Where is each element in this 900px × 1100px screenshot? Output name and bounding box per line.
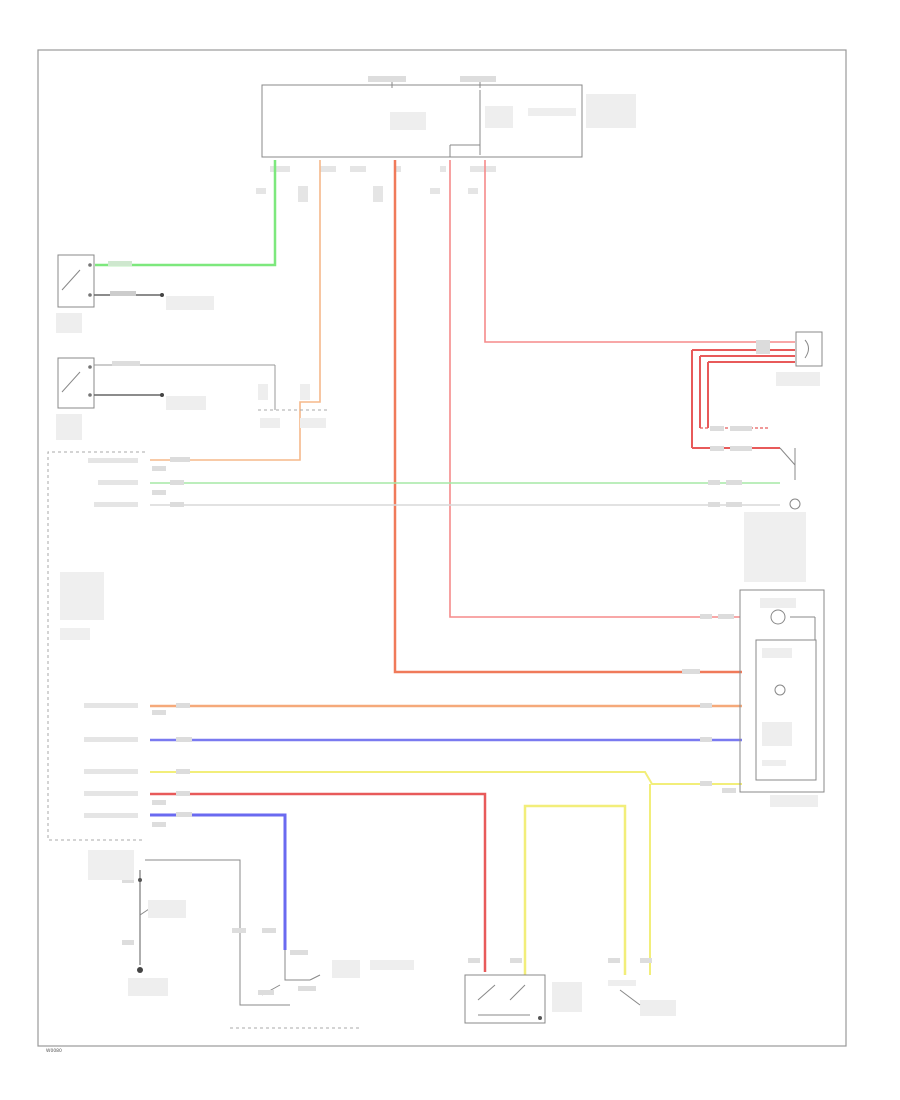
label-block xyxy=(770,795,818,807)
module-text-block xyxy=(368,76,406,82)
label-block xyxy=(298,986,316,991)
label-block xyxy=(60,572,104,620)
wire-red-orange-cluster xyxy=(393,160,742,674)
label-block xyxy=(608,958,620,963)
label-block xyxy=(112,361,140,366)
label-block xyxy=(290,950,308,955)
diagram-code: W0080 xyxy=(46,1048,62,1054)
label-block xyxy=(300,384,310,400)
label-block xyxy=(640,958,652,963)
label-block xyxy=(84,769,138,774)
module-text-block xyxy=(586,94,636,128)
wire-orange-passenger-belt xyxy=(150,160,321,461)
label-block xyxy=(762,722,792,746)
left-connector-block xyxy=(47,451,166,841)
bottom-right-lamp xyxy=(608,958,676,1016)
label-block xyxy=(262,928,276,933)
wire-green-driver-belt xyxy=(95,160,277,267)
label-block xyxy=(152,822,166,827)
label-block xyxy=(152,710,166,715)
instrument-cluster xyxy=(722,589,825,807)
label-block xyxy=(762,760,786,766)
module-pin-labels xyxy=(256,166,496,202)
label-block xyxy=(258,384,268,400)
module-text-block xyxy=(460,76,496,82)
label-block xyxy=(300,418,326,428)
label-block xyxy=(760,598,796,608)
label-block xyxy=(744,512,806,582)
control-module xyxy=(261,76,636,158)
label-block xyxy=(128,978,168,996)
label-block xyxy=(122,940,134,945)
label-block xyxy=(94,502,138,507)
label-block xyxy=(552,982,582,1012)
label-block xyxy=(166,396,206,410)
wire-labels xyxy=(170,340,770,817)
label-block xyxy=(88,458,138,463)
label-block xyxy=(110,291,136,296)
module-text-block xyxy=(485,106,513,128)
wire-pink-cluster-lamp xyxy=(449,160,740,618)
label-block xyxy=(152,800,166,805)
label-block xyxy=(152,490,166,495)
right-connector xyxy=(776,331,823,386)
label-block xyxy=(640,1000,676,1016)
label-block xyxy=(84,791,138,796)
label-block xyxy=(260,418,280,428)
label-block xyxy=(722,788,736,793)
driver-belt-switch xyxy=(56,254,214,333)
label-block xyxy=(468,958,480,963)
label-block xyxy=(84,813,138,818)
wire-pink-right-connector xyxy=(484,160,795,343)
wire-bundle-right xyxy=(691,349,795,449)
label-block xyxy=(510,958,522,963)
module-text-block xyxy=(528,108,576,116)
right-belt-switch xyxy=(744,447,806,582)
diagram-frame xyxy=(37,49,847,1047)
label-block xyxy=(166,296,214,310)
module-text-block xyxy=(390,112,426,130)
label-block xyxy=(98,480,138,485)
label-block xyxy=(370,960,414,970)
wire-red-lower xyxy=(150,792,487,972)
label-block xyxy=(84,737,138,742)
label-block xyxy=(762,648,792,658)
label-block xyxy=(776,372,820,386)
wire-yellow-cluster xyxy=(150,771,742,785)
label-block xyxy=(258,990,274,995)
bottom-relay xyxy=(464,958,582,1024)
label-block xyxy=(56,313,82,333)
bottom-center-switch xyxy=(230,928,414,1029)
label-block xyxy=(84,703,138,708)
wire-yellow-lower-left xyxy=(523,804,627,975)
label-block xyxy=(88,850,134,880)
label-block xyxy=(152,466,166,471)
label-block xyxy=(148,900,186,918)
label-block xyxy=(108,261,132,266)
label-block xyxy=(60,628,90,640)
label-block xyxy=(332,960,360,978)
label-block xyxy=(56,414,82,440)
passenger-belt-switch xyxy=(56,357,330,440)
label-block xyxy=(122,878,134,883)
label-block xyxy=(608,980,636,986)
wire-blue-lower xyxy=(150,813,287,950)
label-block xyxy=(232,928,246,933)
bottom-left-switch xyxy=(88,850,241,996)
